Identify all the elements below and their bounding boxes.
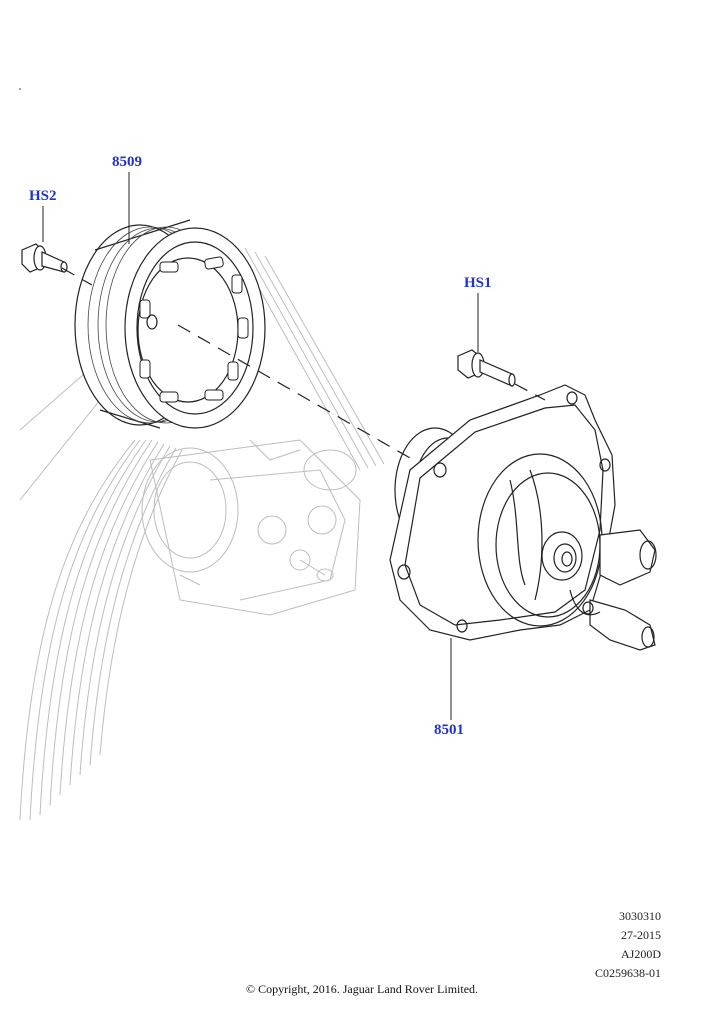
meta-line-2: 27-2015: [621, 928, 661, 942]
pulley-8509[interactable]: [74, 219, 266, 429]
bolt-hs1[interactable]: [457, 349, 516, 387]
corner-mark: [19, 88, 21, 90]
assembly-axis-lines: [61, 267, 546, 459]
callout-hs1[interactable]: HS1: [464, 275, 492, 291]
water-pump-8501[interactable]: [389, 384, 657, 651]
bolt-hs2[interactable]: [21, 243, 68, 273]
illustration-meta: 3030310 27-2015 AJ200D C0259638-01: [595, 910, 661, 979]
leader-lines: [42, 172, 479, 720]
callout-8501[interactable]: 8501: [434, 722, 464, 738]
meta-line-1: 3030310: [619, 909, 661, 923]
callout-8509[interactable]: 8509: [112, 154, 142, 170]
copyright-notice: © Copyright, 2016. Jaguar Land Rover Lim…: [245, 982, 479, 996]
meta-line-4: C0259638-01: [595, 966, 661, 980]
meta-line-3: AJ200D: [620, 947, 661, 961]
callout-hs2[interactable]: HS2: [29, 188, 57, 204]
